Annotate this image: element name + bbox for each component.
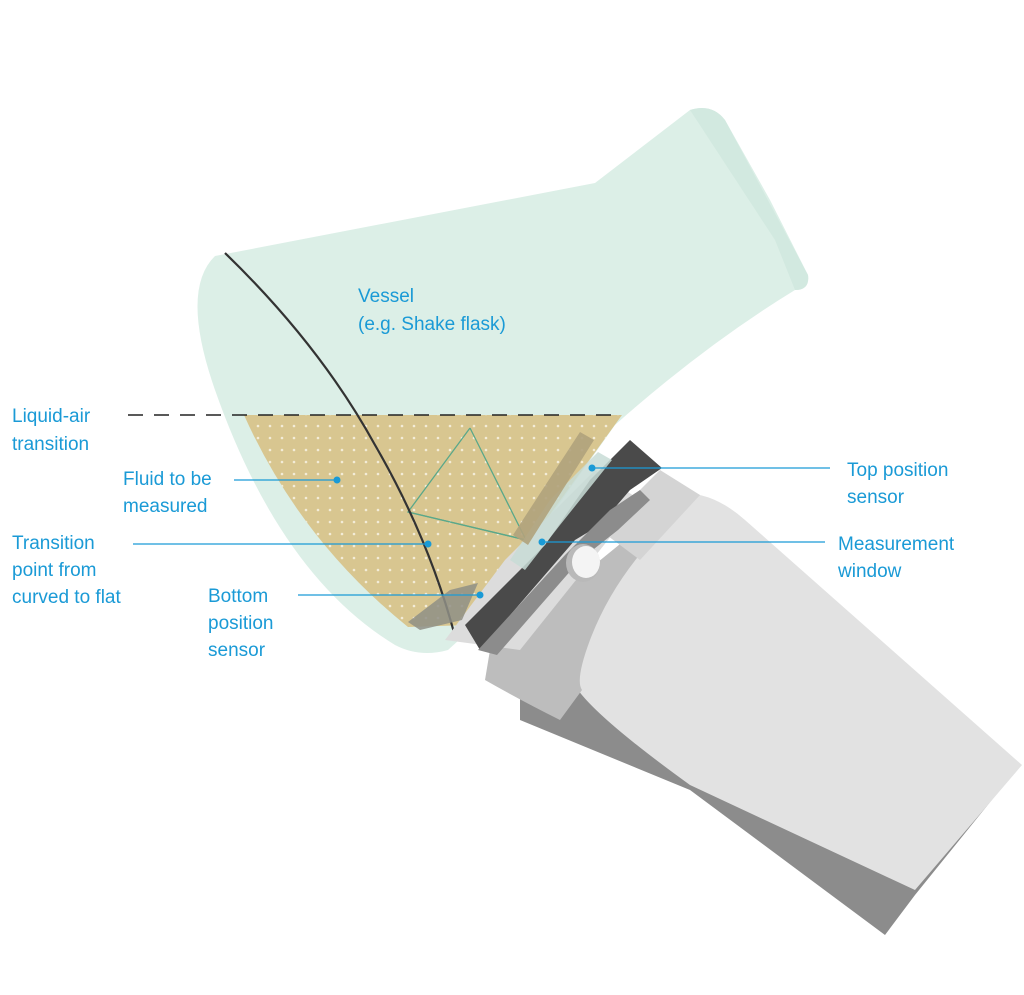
measurement-window-glass bbox=[510, 452, 612, 570]
device-head-face bbox=[600, 470, 700, 560]
sensor-device bbox=[445, 440, 1022, 935]
light-rays bbox=[406, 427, 528, 541]
label-bottom-sensor: Bottom position sensor bbox=[208, 586, 279, 661]
device-knob bbox=[566, 544, 600, 582]
label-fluid: Fluid to be measured bbox=[123, 469, 217, 517]
leader-bottom-sensor-dot bbox=[476, 591, 484, 599]
vessel-neck-rim bbox=[690, 107, 809, 290]
device-handle bbox=[572, 493, 1022, 890]
sensor-bar bbox=[465, 440, 662, 650]
fluid-dots bbox=[244, 415, 622, 627]
label-top-sensor: Top position sensor bbox=[847, 460, 954, 508]
label-transition-point: Transition point from curved to flat bbox=[12, 533, 121, 608]
ray-path bbox=[407, 511, 527, 541]
leader-transition-dot bbox=[424, 540, 432, 548]
fluid-region bbox=[244, 415, 622, 627]
leader-fluid-dot bbox=[333, 476, 341, 484]
sensor-bar-mid bbox=[478, 490, 650, 655]
leader-top-sensor-dot bbox=[588, 464, 596, 472]
label-vessel: Vessel (e.g. Shake flask) bbox=[358, 286, 506, 335]
top-sensor-strip bbox=[513, 432, 594, 545]
device-head bbox=[485, 490, 700, 720]
vessel-wall-curve bbox=[224, 252, 458, 641]
leader-measurement-window-dot bbox=[538, 538, 546, 546]
label-measurement-window: Measurement window bbox=[837, 534, 959, 582]
label-liquid-air-transition: Liquid-air transition bbox=[12, 406, 95, 455]
leader-lines bbox=[133, 464, 830, 599]
